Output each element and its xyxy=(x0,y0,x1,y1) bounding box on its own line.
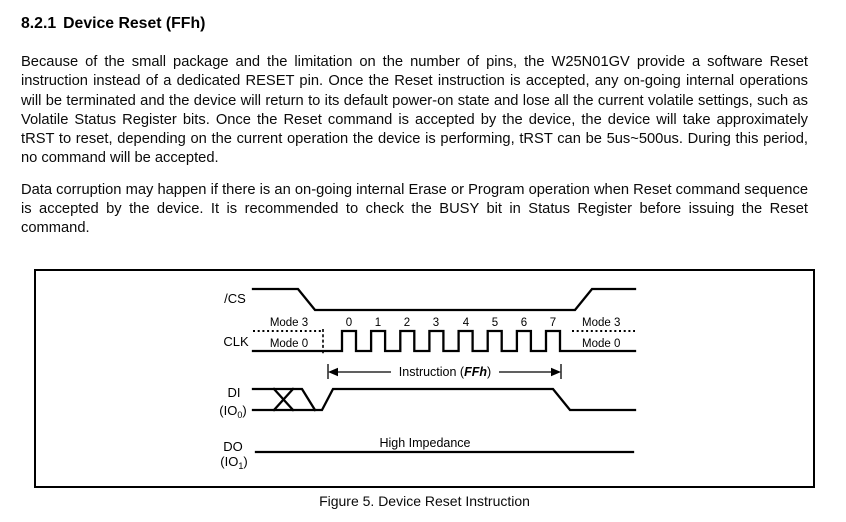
di-io-post: ) xyxy=(242,403,246,418)
instruction-label: Instruction (FFh) xyxy=(399,365,491,379)
section-heading: 8.2.1 Device Reset (FFh) xyxy=(21,15,205,33)
do-signal-label: DO xyxy=(223,439,243,454)
clock-number-3: 3 xyxy=(433,317,439,329)
di-io-label: (IO0) xyxy=(219,403,246,420)
high-impedance-label: High Impedance xyxy=(379,436,470,450)
instruction-label-post: ) xyxy=(487,365,491,379)
section-number: 8.2.1 xyxy=(21,15,57,32)
clock-number-7: 7 xyxy=(550,317,556,329)
timing-diagram-box: /CS CLK Mode 3 Mode 0 Mode 3 Mode 0 0 1 … xyxy=(34,269,815,488)
mode0-left-label: Mode 0 xyxy=(270,338,308,350)
instruction-label-pre: Instruction ( xyxy=(399,365,465,379)
mode3-left-label: Mode 3 xyxy=(270,317,308,329)
body-text: Because of the small package and the lim… xyxy=(21,53,808,239)
timing-diagram: /CS CLK Mode 3 Mode 0 Mode 3 Mode 0 0 1 … xyxy=(219,287,637,471)
cs-signal-label: /CS xyxy=(224,291,246,306)
clock-number-2: 2 xyxy=(404,317,410,329)
instruction-arrowhead-left xyxy=(328,367,338,377)
clock-number-6: 6 xyxy=(521,317,527,329)
di-crossover-x xyxy=(272,387,295,412)
di-io-subscript: 0 xyxy=(237,410,242,420)
do-io-label: (IO1) xyxy=(220,454,247,471)
do-io-pre: (IO xyxy=(220,454,238,469)
figure-caption: Figure 5. Device Reset Instruction xyxy=(319,493,530,509)
mode0-right-label: Mode 0 xyxy=(582,338,620,350)
clk-waveform xyxy=(251,329,637,353)
di-io-pre: (IO xyxy=(219,403,237,418)
mode3-right-label: Mode 3 xyxy=(582,317,620,329)
cs-waveform xyxy=(251,287,637,312)
clock-number-0: 0 xyxy=(346,317,352,329)
di-signal-label: DI xyxy=(228,385,241,400)
clock-number-1: 1 xyxy=(375,317,381,329)
section-title: Device Reset (FFh) xyxy=(63,15,206,32)
clk-signal-label: CLK xyxy=(223,334,249,349)
clock-number-5: 5 xyxy=(492,317,498,329)
di-bottom-line xyxy=(251,387,637,412)
di-top-line xyxy=(251,387,317,412)
clock-number-4: 4 xyxy=(463,317,470,329)
paragraph-1: Because of the small package and the lim… xyxy=(21,54,808,167)
paragraph-2: Data corruption may happen if there is a… xyxy=(21,181,808,237)
instruction-arrowhead-right xyxy=(551,367,561,377)
do-io-subscript: 1 xyxy=(238,461,243,471)
do-io-post: ) xyxy=(243,454,247,469)
instruction-label-code: FFh xyxy=(464,365,487,379)
